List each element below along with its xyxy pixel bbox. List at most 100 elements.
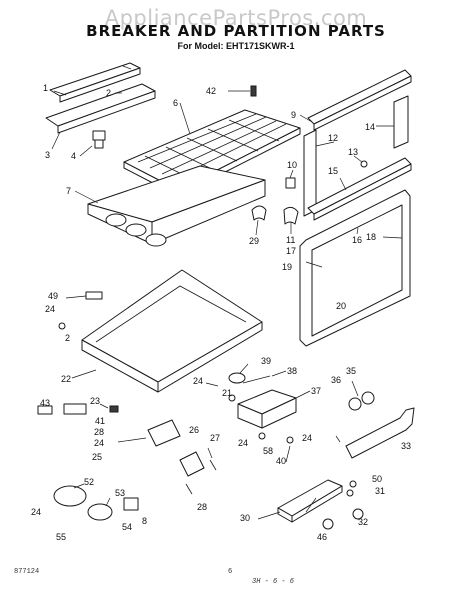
callout-13: 13 xyxy=(348,147,358,157)
screw-part-58 xyxy=(258,432,266,440)
callout-42: 42 xyxy=(206,86,216,96)
callout-33: 33 xyxy=(401,441,411,451)
control-knob-part-23 xyxy=(109,405,119,413)
callout-43: 43 xyxy=(40,398,50,408)
knob-part-39 xyxy=(228,372,246,384)
callout-4: 4 xyxy=(71,151,76,161)
callout-21: 21 xyxy=(222,388,232,398)
breaker-strip-lower xyxy=(45,83,156,134)
callout-46: 46 xyxy=(317,532,327,542)
motor-part-52 xyxy=(53,485,87,507)
bulb-part-35 xyxy=(361,391,375,405)
screw-part-13 xyxy=(360,160,368,168)
housing-part-53 xyxy=(87,503,113,521)
callout-7: 7 xyxy=(66,186,71,196)
screw-part-21 xyxy=(228,394,236,402)
callout-24f: 24 xyxy=(31,507,41,517)
breaker-strip-top xyxy=(49,62,141,103)
screw-part-27 xyxy=(209,459,217,471)
screw-part-50 xyxy=(349,480,357,488)
callout-3: 3 xyxy=(45,150,50,160)
callout-29: 29 xyxy=(249,236,259,246)
screw-part-40 xyxy=(286,436,294,444)
callout-labels: 1 2 3 4 6 42 7 9 14 12 13 10 15 29 11 17… xyxy=(31,83,411,542)
callout-39: 39 xyxy=(261,356,271,366)
callout-26: 26 xyxy=(189,425,199,435)
strip-part-12 xyxy=(303,129,317,217)
callout-2: 2 xyxy=(106,88,111,98)
callout-36: 36 xyxy=(331,375,341,385)
screw-part-42 xyxy=(250,85,257,97)
callout-11: 11 xyxy=(286,235,295,245)
bracket-part-24 xyxy=(147,419,181,447)
callout-58: 58 xyxy=(263,446,273,456)
breaker-tray-part-7 xyxy=(87,165,266,247)
thermostat-part-41 xyxy=(63,403,87,415)
callout-55: 55 xyxy=(56,532,66,542)
callout-19: 19 xyxy=(282,262,292,272)
pin-part-38 xyxy=(242,375,271,384)
callout-52: 52 xyxy=(84,477,94,487)
callout-8: 8 xyxy=(142,516,147,526)
callout-15: 15 xyxy=(328,166,338,176)
callout-24d: 24 xyxy=(238,438,248,448)
callout-10: 10 xyxy=(287,160,297,170)
callout-28b: 28 xyxy=(197,502,207,512)
mullion-part-14 xyxy=(393,95,409,149)
lower-breaker-part-22 xyxy=(81,269,263,393)
callout-30: 30 xyxy=(240,513,250,523)
callout-28: 28 xyxy=(94,427,104,437)
bracket-part-29 xyxy=(251,205,267,221)
footer-note: 3H - 6 - 6 xyxy=(252,578,295,586)
callout-41: 41 xyxy=(95,416,105,426)
bracket-part-26 xyxy=(179,451,205,477)
footer-code: 877124 xyxy=(14,568,40,576)
roller-part-46 xyxy=(322,518,334,530)
callout-20: 20 xyxy=(336,301,346,311)
thermostat-part-43 xyxy=(37,405,53,415)
leader-lines xyxy=(51,90,403,520)
callout-24e: 24 xyxy=(302,433,312,443)
bulb-part-36 xyxy=(348,397,362,411)
callout-54: 54 xyxy=(122,522,132,532)
model-subtitle: For Model: EHT171SKWR-1 xyxy=(177,41,295,51)
tab-part-49 xyxy=(85,291,103,300)
callout-32: 32 xyxy=(358,517,368,527)
callout-27: 27 xyxy=(210,433,220,443)
control-housing-part-37 xyxy=(237,389,297,429)
callout-17: 17 xyxy=(286,246,296,256)
clip-part-10 xyxy=(285,177,296,189)
callout-23: 23 xyxy=(90,396,100,406)
insert-part-8 xyxy=(123,497,139,511)
callout-24: 24 xyxy=(45,304,55,314)
callout-24c: 24 xyxy=(94,438,104,448)
divider-part-15 xyxy=(307,157,412,221)
screw-part-24-left xyxy=(58,322,66,330)
callout-14: 14 xyxy=(365,122,375,132)
callout-24b: 24 xyxy=(193,376,203,386)
screw-part-31 xyxy=(346,489,354,497)
callout-37: 37 xyxy=(311,386,321,396)
gasket-frame-part-18 xyxy=(299,189,411,347)
lower-bar-part-30 xyxy=(277,479,343,523)
callout-35: 35 xyxy=(346,366,356,376)
callout-38: 38 xyxy=(287,366,297,376)
callout-9: 9 xyxy=(291,110,296,120)
diagram-title: BREAKER AND PARTITION PARTS xyxy=(86,22,386,40)
callout-40: 40 xyxy=(276,456,286,466)
callout-50: 50 xyxy=(372,474,382,484)
page-number: 6 xyxy=(228,568,233,576)
callout-53: 53 xyxy=(115,488,125,498)
clip-part-4 xyxy=(92,130,106,149)
screw-part-28 xyxy=(185,483,193,495)
callout-6: 6 xyxy=(173,98,178,108)
roller-part-32 xyxy=(352,508,364,520)
callout-18: 18 xyxy=(366,232,376,242)
callout-25: 25 xyxy=(92,452,102,462)
callout-2b: 2 xyxy=(65,333,70,343)
callout-12: 12 xyxy=(328,133,338,143)
callout-16: 16 xyxy=(352,235,362,245)
callout-49: 49 xyxy=(48,291,58,301)
callout-1: 1 xyxy=(43,83,48,93)
